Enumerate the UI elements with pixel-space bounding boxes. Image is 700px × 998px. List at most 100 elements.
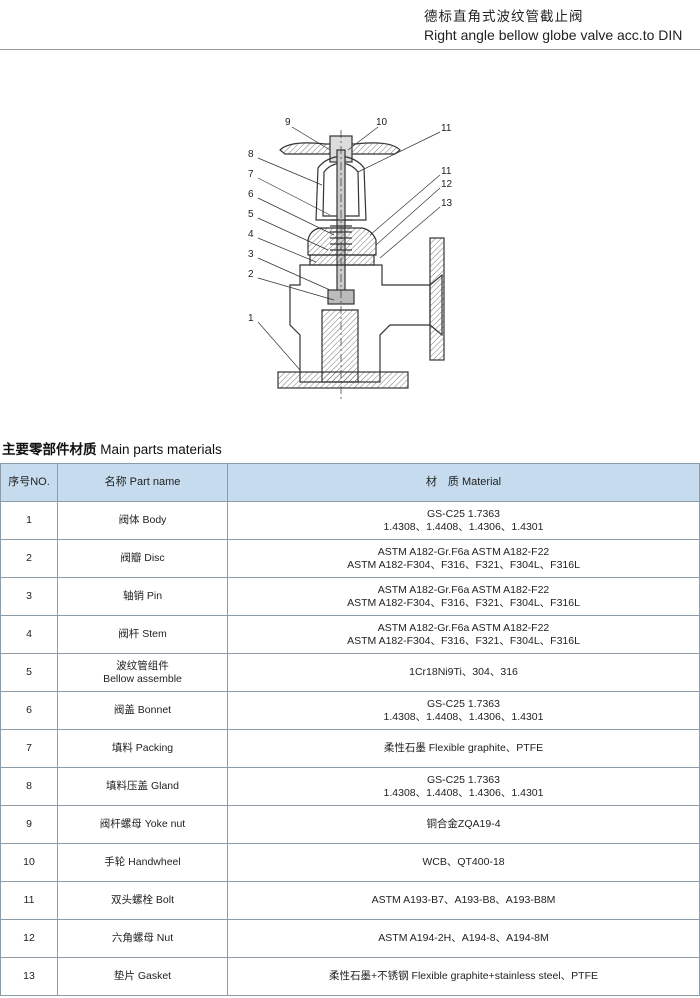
cell-no: 12 [0, 919, 58, 958]
cell-part-name: 填料压盖 Gland [57, 767, 228, 806]
cell-no: 8 [0, 767, 58, 806]
cell-material: 柔性石墨+不锈钢 Flexible graphite+stainless ste… [227, 957, 700, 996]
material-line: 1Cr18Ni9Ti、304、316 [409, 666, 518, 678]
part-name-line: 阀杆螺母 Yoke nut [99, 818, 186, 830]
cell-part-name: 阀瓣 Disc [57, 539, 228, 578]
label-13: 13 [441, 198, 453, 209]
material-line: WCB、QT400-18 [422, 856, 505, 868]
page-header: 德标直角式波纹管截止阀 Right angle bellow globe val… [424, 8, 696, 44]
material-line: ASTM A182-F304、F316、F321、F304L、F316L [347, 558, 580, 571]
cell-part-name: 垫片 Gasket [57, 957, 228, 996]
cell-part-name: 阀盖 Bonnet [57, 691, 228, 730]
cell-no: 6 [0, 691, 58, 730]
material-line: GS-C25 1.7363 [427, 697, 500, 710]
cell-no: 9 [0, 805, 58, 844]
cell-part-name: 阀杆螺母 Yoke nut [57, 805, 228, 844]
cell-no: 3 [0, 577, 58, 616]
cell-no: 5 [0, 653, 58, 692]
part-name-line: 填料 Packing [111, 742, 174, 754]
material-line: GS-C25 1.7363 [427, 507, 500, 520]
part-name-line: 阀瓣 Disc [120, 552, 165, 564]
header-part-name: 名称 Part name [57, 463, 228, 502]
part-name-line: 阀盖 Bonnet [113, 704, 172, 716]
part-name-line: 六角螺母 Nut [111, 932, 174, 944]
part-name-line: 填料压盖 Gland [106, 780, 179, 792]
cell-material: WCB、QT400-18 [227, 843, 700, 882]
cell-material: 1Cr18Ni9Ti、304、316 [227, 653, 700, 692]
material-line: 柔性石墨+不锈钢 Flexible graphite+stainless ste… [328, 970, 598, 982]
material-line: 柔性石墨 Flexible graphite、PTFE [383, 742, 544, 754]
part-name-line: 阀杆 Stem [118, 628, 167, 640]
table-row: 12 六角螺母 Nut ASTM A194-2H、A194-8、A194-8M [0, 919, 700, 958]
cell-part-name: 六角螺母 Nut [57, 919, 228, 958]
material-line: ASTM A182-F304、F316、F321、F304L、F316L [347, 596, 580, 609]
section-title-english: Main parts materials [100, 442, 222, 457]
table-row: 9 阀杆螺母 Yoke nut 铜合金ZQA19-4 [0, 805, 700, 844]
section-title: 主要零部件材质 Main parts materials [2, 438, 222, 458]
part-name-line: 波纹管组件 [116, 659, 169, 672]
cell-no: 13 [0, 957, 58, 996]
label-5: 5 [248, 209, 254, 220]
material-line: GS-C25 1.7363 [427, 773, 500, 786]
material-line: 1.4308、1.4408、1.4306、1.4301 [383, 520, 544, 533]
part-name-line: 阀体 Body [118, 514, 167, 526]
header-divider [0, 49, 700, 50]
material-line: ASTM A194-2H、A194-8、A194-8M [378, 932, 549, 944]
material-line: ASTM A182-Gr.F6a ASTM A182-F22 [377, 621, 550, 634]
cell-part-name: 阀体 Body [57, 501, 228, 540]
cell-no: 11 [0, 881, 58, 920]
material-line: ASTM A182-F304、F316、F321、F304L、F316L [347, 634, 580, 647]
label-2: 2 [248, 269, 254, 280]
section-title-chinese: 主要零部件材质 [2, 442, 97, 457]
label-1: 1 [248, 313, 254, 324]
label-8: 8 [248, 149, 254, 160]
material-line: ASTM A182-Gr.F6a ASTM A182-F22 [377, 545, 550, 558]
part-name-line: Bellow assemble [103, 672, 182, 685]
header-material: 材 质 Material [227, 463, 700, 502]
part-name-line: 双头螺栓 Bolt [110, 894, 174, 906]
parts-materials-table: 序号NO. 名称 Part name 材 质 Material 1 阀体 Body… [0, 463, 700, 996]
title-chinese: 德标直角式波纹管截止阀 [424, 9, 584, 24]
material-line: 1.4308、1.4408、1.4306、1.4301 [383, 786, 544, 799]
cell-part-name: 双头螺栓 Bolt [57, 881, 228, 920]
cell-material: ASTM A194-2H、A194-8、A194-8M [227, 919, 700, 958]
label-10: 10 [376, 117, 388, 128]
label-4: 4 [248, 229, 254, 240]
cell-no: 10 [0, 843, 58, 882]
table-row: 11 双头螺栓 Bolt ASTM A193-B7、A193-B8、A193-B8M [0, 881, 700, 920]
cell-material: 柔性石墨 Flexible graphite、PTFE [227, 729, 700, 768]
label-12: 12 [441, 179, 453, 190]
label-11-top: 11 [441, 123, 452, 134]
cell-no: 2 [0, 539, 58, 578]
cell-no: 4 [0, 615, 58, 654]
table-header-row: 序号NO. 名称 Part name 材 质 Material [0, 463, 700, 502]
cell-part-name: 阀杆 Stem [57, 615, 228, 654]
material-line: ASTM A182-Gr.F6a ASTM A182-F22 [377, 583, 550, 596]
cell-part-name: 轴销 Pin [57, 577, 228, 616]
label-9: 9 [285, 117, 291, 128]
cell-no: 1 [0, 501, 58, 540]
title-english: Right angle bellow globe valve acc.to DI… [424, 27, 683, 43]
cell-material: ASTM A193-B7、A193-B8、A193-B8M [227, 881, 700, 920]
material-line: 铜合金ZQA19-4 [426, 818, 501, 830]
label-3: 3 [248, 249, 254, 260]
label-7: 7 [248, 169, 254, 180]
table-row: 13 垫片 Gasket 柔性石墨+不锈钢 Flexible graphite+st… [0, 957, 700, 996]
cell-material: 铜合金ZQA19-4 [227, 805, 700, 844]
part-name-line: 垫片 Gasket [113, 970, 172, 982]
